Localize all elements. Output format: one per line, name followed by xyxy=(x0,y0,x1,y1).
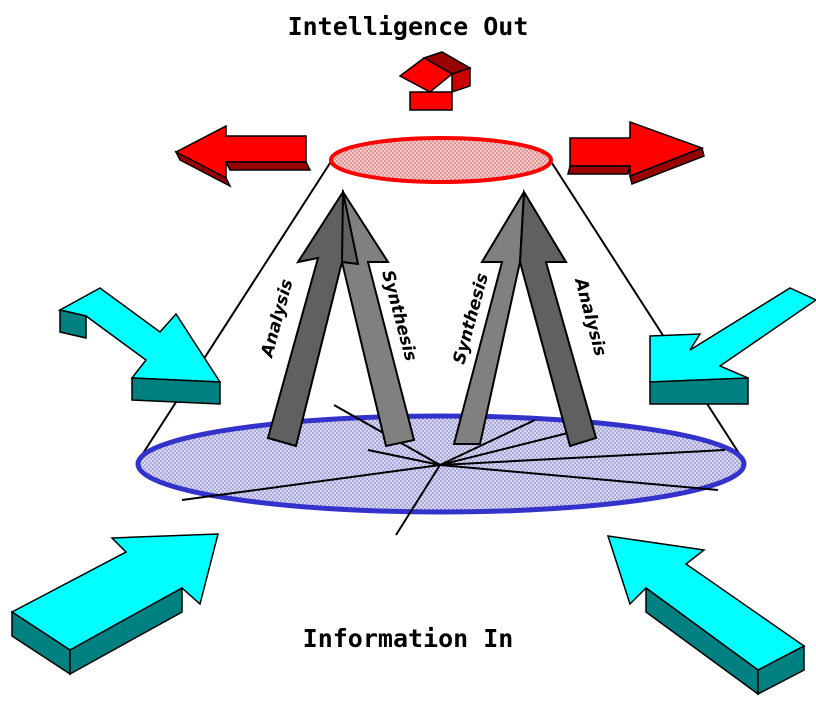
output-arrow-right xyxy=(567,120,705,186)
process-arrow-right xyxy=(452,188,598,448)
intelligence-pool xyxy=(329,136,553,184)
process-arrow-left xyxy=(266,188,416,448)
information-pool xyxy=(135,404,747,536)
input-arrow-upper-left xyxy=(57,287,222,405)
input-arrow-lower-right xyxy=(606,535,806,696)
title-intelligence-out: Intelligence Out xyxy=(287,12,529,41)
output-arrow-left xyxy=(174,124,312,188)
input-arrow-lower-left xyxy=(10,533,219,676)
cone-line-right xyxy=(549,159,743,459)
input-arrow-upper-right xyxy=(649,287,816,405)
output-arrow-up xyxy=(398,51,472,111)
label-right-analysis: Analysis xyxy=(570,274,610,358)
label-left-analysis: Analysis xyxy=(257,277,297,361)
title-information-in: Information In xyxy=(302,624,514,653)
cone-line-left xyxy=(139,159,333,459)
